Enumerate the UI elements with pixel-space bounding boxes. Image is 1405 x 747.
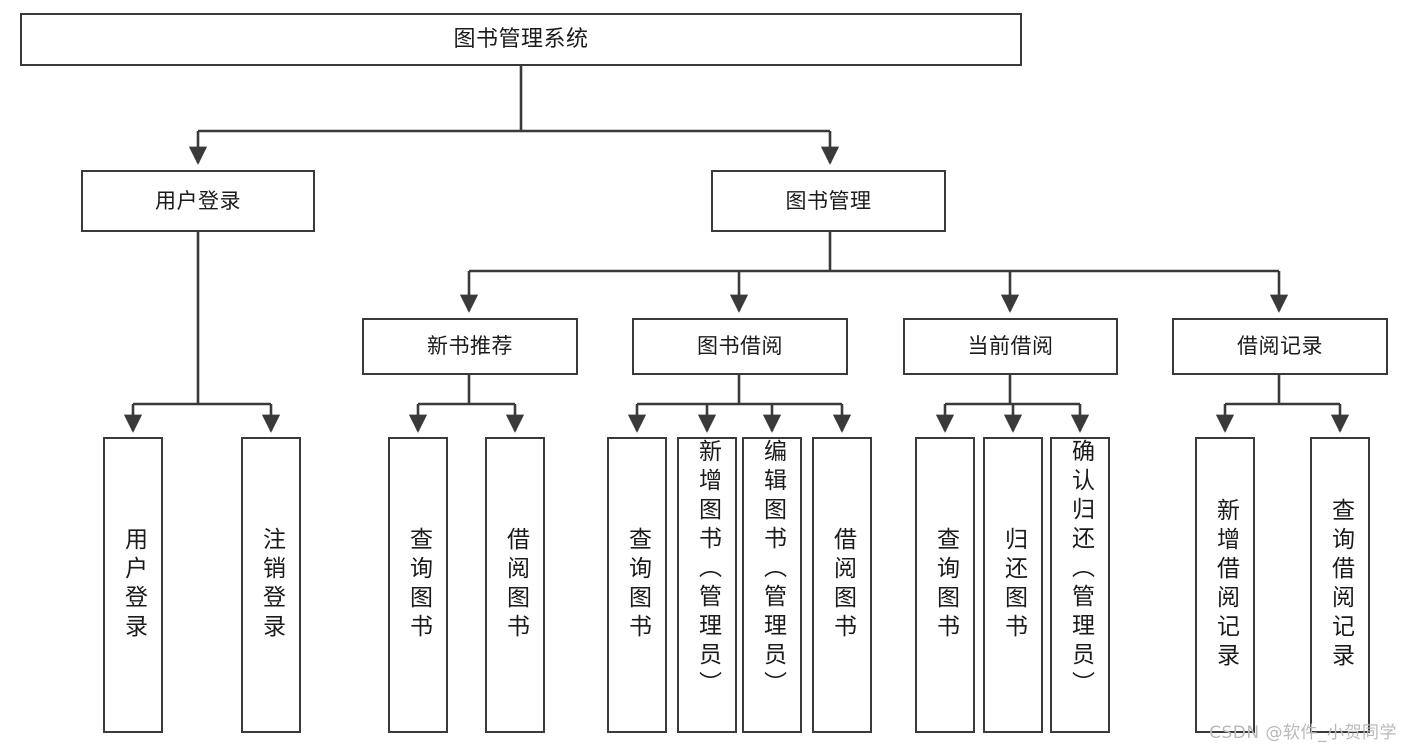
leaf-new-book-query-book[interactable]: 查询图书 [388, 437, 448, 733]
leaf-borrow-query-book[interactable]: 查询图书 [607, 437, 667, 733]
node-label: 注销登录 [258, 527, 285, 643]
node-label: 确认归还（管理员） [1067, 439, 1094, 700]
node-label: 查询图书 [624, 527, 651, 643]
leaf-record-query-record[interactable]: 查询借阅记录 [1310, 437, 1370, 733]
leaf-record-add-record[interactable]: 新增借阅记录 [1195, 437, 1255, 733]
node-label: 用户登录 [120, 527, 147, 643]
leaf-user-login-login[interactable]: 用户登录 [103, 437, 163, 733]
leaf-borrow-borrow-book[interactable]: 借阅图书 [812, 437, 872, 733]
node-user-login[interactable]: 用户登录 [81, 170, 315, 232]
node-book-management[interactable]: 图书管理 [711, 170, 946, 232]
node-label: 图书借阅 [697, 334, 783, 359]
node-label: 编辑图书（管理员） [759, 439, 786, 700]
node-label: 借阅记录 [1237, 334, 1323, 359]
node-label: 查询图书 [405, 527, 432, 643]
watermark: CSDN @软件_小贺同学 [1209, 723, 1397, 743]
node-label: 新增图书（管理员） [694, 439, 721, 700]
node-label: 新书推荐 [427, 334, 513, 359]
node-label: 图书管理 [785, 188, 872, 213]
node-label: 当前借阅 [967, 334, 1054, 359]
leaf-current-return-book[interactable]: 归还图书 [983, 437, 1043, 733]
node-label: 借阅图书 [502, 527, 529, 643]
leaf-new-book-borrow-book[interactable]: 借阅图书 [485, 437, 545, 733]
node-root-book-management-system[interactable]: 图书管理系统 [20, 13, 1022, 66]
leaf-user-login-logout[interactable]: 注销登录 [241, 437, 301, 733]
node-label: 归还图书 [1000, 527, 1027, 643]
node-label: 用户登录 [155, 188, 241, 213]
leaf-borrow-add-book-admin[interactable]: 新增图书（管理员） [677, 437, 737, 733]
leaf-current-query-book[interactable]: 查询图书 [915, 437, 975, 733]
node-label: 图书管理系统 [453, 26, 589, 52]
node-borrow-record[interactable]: 借阅记录 [1172, 318, 1388, 375]
node-new-book-recommendation[interactable]: 新书推荐 [362, 318, 578, 375]
node-current-borrow[interactable]: 当前借阅 [903, 318, 1118, 375]
node-label: 借阅图书 [829, 527, 856, 643]
node-label: 查询借阅记录 [1327, 498, 1354, 672]
node-book-borrow[interactable]: 图书借阅 [632, 318, 848, 375]
leaf-borrow-edit-book-admin[interactable]: 编辑图书（管理员） [742, 437, 802, 733]
node-label: 查询图书 [932, 527, 959, 643]
node-label: 新增借阅记录 [1212, 498, 1239, 672]
leaf-current-confirm-return-admin[interactable]: 确认归还（管理员） [1050, 437, 1110, 733]
